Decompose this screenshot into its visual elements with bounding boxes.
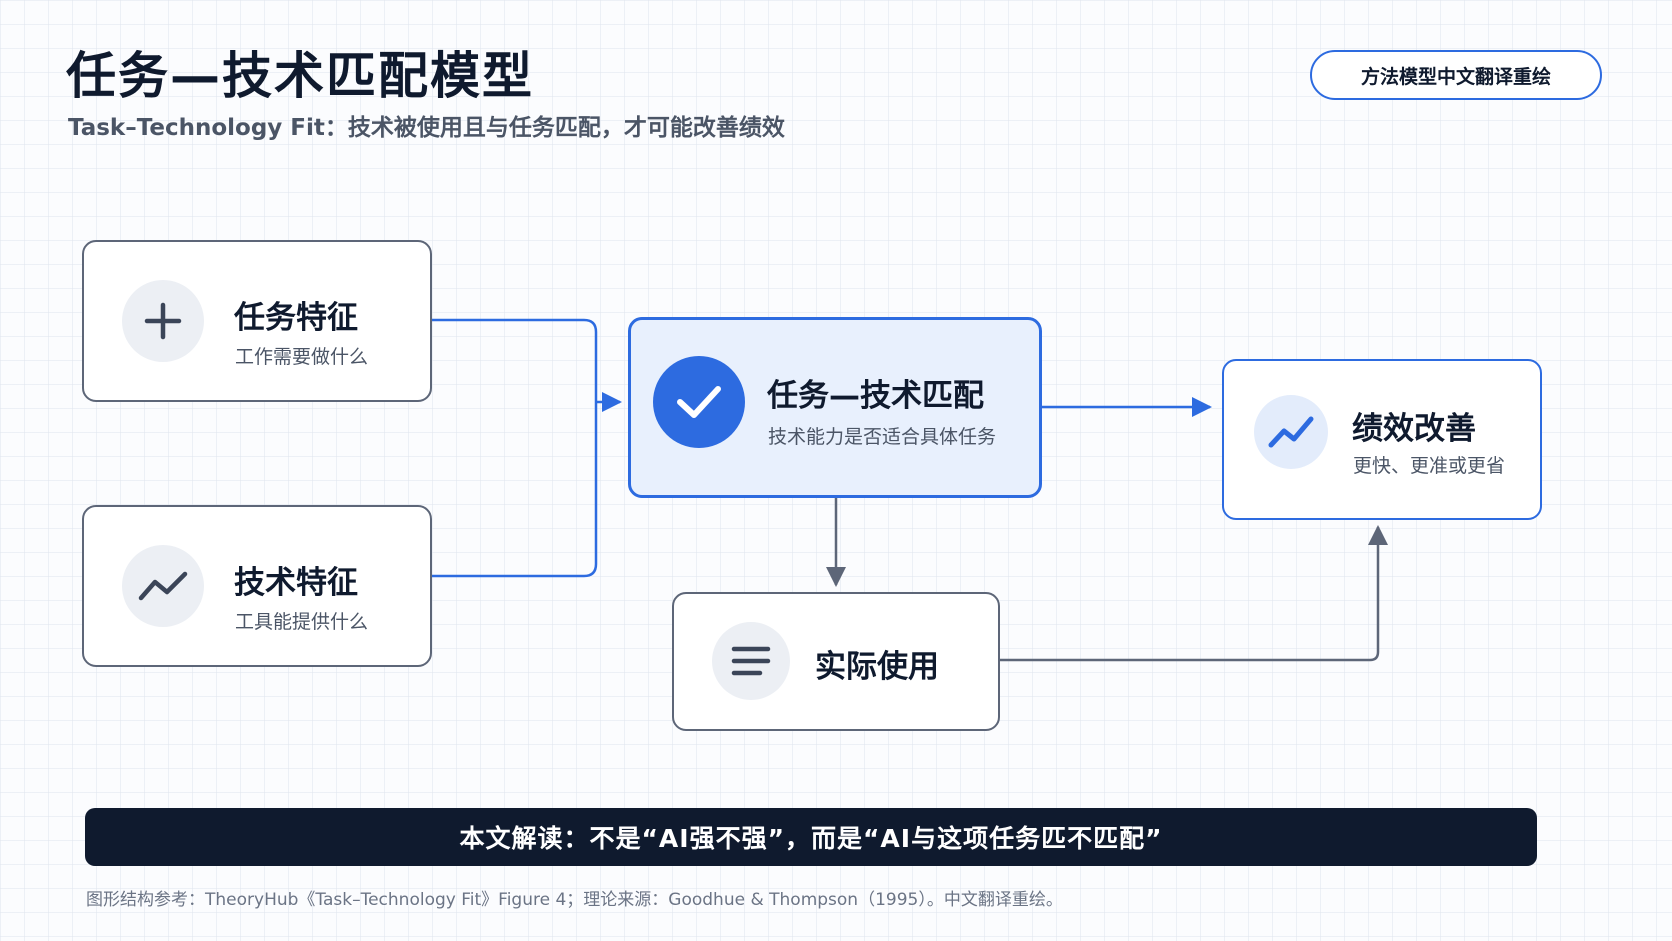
source-badge: 方法模型中文翻译重绘 bbox=[1310, 50, 1602, 100]
task-title: 任务特征 bbox=[234, 300, 358, 336]
plus-icon bbox=[122, 280, 204, 362]
utilization-node: 实际使用 bbox=[672, 592, 1000, 731]
use-title: 实际使用 bbox=[815, 649, 939, 685]
trend-up-icon bbox=[1254, 395, 1328, 469]
takeaway-text: 本文解读：不是“AI强不强”，而是“AI与这项任务匹不匹配” bbox=[459, 824, 1163, 853]
menu-lines-icon bbox=[712, 622, 790, 700]
task-technology-fit-node: 任务—技术匹配 技术能力是否适合具体任务 bbox=[628, 317, 1042, 498]
connector-use-to-performance bbox=[1000, 525, 1388, 662]
performance-subtitle: 更快、更准或更省 bbox=[1353, 455, 1506, 477]
performance-impact-node: 绩效改善 更快、更准或更省 bbox=[1222, 359, 1542, 520]
connector-task-to-fit bbox=[432, 318, 598, 578]
tech-subtitle: 工具能提供什么 bbox=[235, 611, 369, 633]
technology-characteristics-node: 技术特征 工具能提供什么 bbox=[82, 505, 432, 667]
fit-subtitle: 技术能力是否适合具体任务 bbox=[768, 426, 997, 448]
source-footnote: 图形结构参考：TheoryHub《Task–Technology Fit》Fig… bbox=[86, 890, 1063, 910]
takeaway-banner: 本文解读：不是“AI强不强”，而是“AI与这项任务匹不匹配” bbox=[85, 808, 1537, 866]
tech-title: 技术特征 bbox=[234, 565, 358, 601]
performance-title: 绩效改善 bbox=[1352, 411, 1476, 447]
fit-title: 任务—技术匹配 bbox=[767, 378, 984, 414]
page-title: 任务—技术匹配模型 bbox=[66, 47, 534, 105]
trend-line-icon bbox=[122, 545, 204, 627]
task-characteristics-node: 任务特征 工作需要做什么 bbox=[82, 240, 432, 402]
task-subtitle: 工作需要做什么 bbox=[235, 346, 369, 368]
checkmark-icon bbox=[653, 356, 745, 448]
page-subtitle: Task–Technology Fit：技术被使用且与任务匹配，才可能改善绩效 bbox=[68, 115, 785, 141]
